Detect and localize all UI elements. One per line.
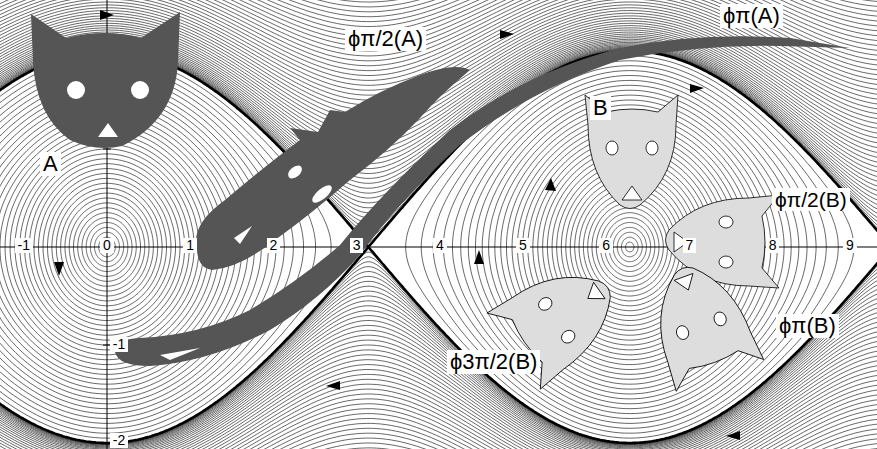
flow-arrow [474, 250, 484, 264]
open-orbit [0, 296, 877, 449]
flow-arrow [690, 84, 704, 93]
cat-head [31, 12, 180, 148]
cat-eye [675, 324, 691, 341]
flow-arrow [54, 262, 64, 276]
cat-nose [582, 282, 605, 306]
axis-number: -1 [15, 238, 33, 253]
open-orbit [0, 0, 877, 31]
open-orbit [0, 350, 877, 449]
cat-eye [606, 141, 618, 155]
cat-b [585, 95, 678, 209]
cat-a [31, 12, 180, 148]
cat-eye [67, 81, 85, 99]
set-label: ϕπ/2(B) [772, 188, 850, 211]
open-orbit [0, 360, 877, 449]
tick [103, 149, 111, 150]
cat-eye [536, 295, 554, 313]
cat-head [585, 95, 678, 209]
cat-nose [234, 226, 252, 244]
open-orbit [0, 448, 877, 449]
cat-eye [712, 310, 728, 327]
cat-eye [559, 328, 577, 346]
set-label: ϕπ/2(A) [345, 27, 426, 51]
axis-number: 8 [766, 238, 780, 253]
cat-eye [719, 216, 733, 228]
axis-number: 0 [100, 238, 114, 253]
open-orbit [0, 0, 877, 41]
set-label: A [40, 152, 61, 176]
cat-eye [131, 81, 149, 99]
flow-arrow [326, 381, 340, 390]
cat-nose [622, 186, 642, 200]
axis-number: 2 [267, 238, 281, 253]
cat-nose [160, 348, 200, 360]
axis-number: -1 [110, 337, 128, 352]
open-orbit [0, 414, 877, 449]
open-orbit [0, 409, 877, 449]
cat-nose [98, 123, 118, 137]
flow-arrow [545, 178, 556, 191]
flow-arrow [726, 431, 740, 440]
open-orbit [0, 443, 877, 449]
flow-arrow [500, 30, 514, 39]
axis-number: 7 [683, 238, 697, 253]
open-orbit [0, 0, 877, 2]
open-orbit [0, 0, 877, 36]
cat-eye [719, 256, 733, 268]
open-orbit [0, 428, 877, 449]
cat-head [637, 253, 763, 391]
open-orbit [0, 419, 877, 449]
open-orbit [0, 374, 877, 449]
set-label: ϕ3π/2(B) [447, 350, 540, 374]
set-label: B [590, 96, 611, 120]
open-orbit [0, 404, 877, 449]
axis-number: -2 [110, 433, 128, 448]
open-orbit [0, 384, 877, 449]
cat-eye [286, 163, 305, 181]
axis-number: 5 [516, 238, 530, 253]
axis-number: 9 [843, 238, 857, 253]
axis-number: 4 [433, 238, 447, 253]
axis-number: 3 [350, 238, 364, 253]
cat-eye [646, 141, 658, 155]
cat-eye [310, 182, 335, 205]
axis-number: 1 [183, 238, 197, 253]
open-orbit [0, 370, 877, 449]
axis-number: 6 [599, 238, 613, 253]
set-label: ϕπ(B) [776, 314, 839, 338]
cat-b-image [637, 253, 763, 391]
set-label: ϕπ(A) [720, 4, 783, 28]
flow-arrow [100, 10, 114, 20]
cat-nose [674, 273, 698, 293]
